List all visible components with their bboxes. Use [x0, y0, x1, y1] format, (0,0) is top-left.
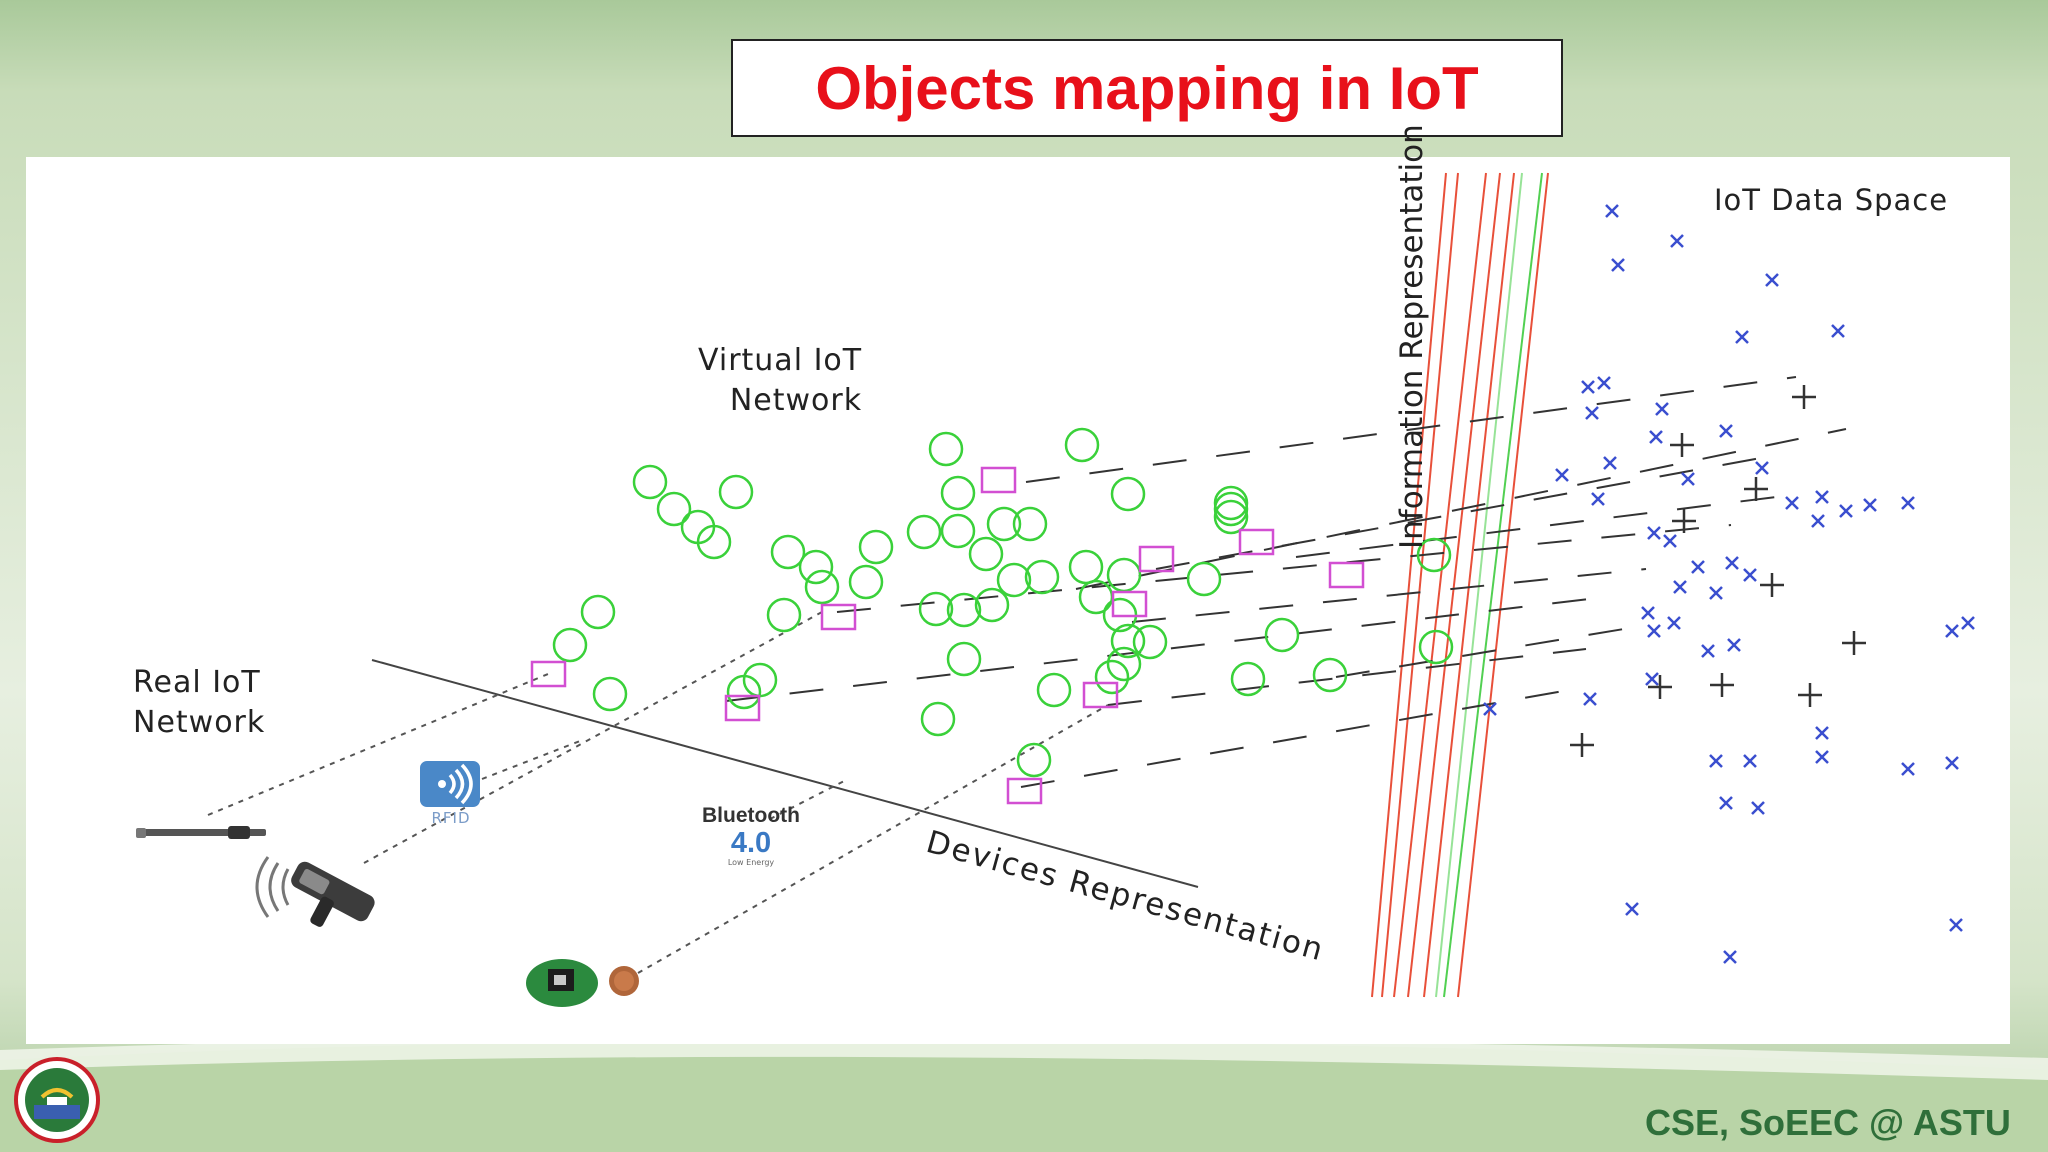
- device-links: [207, 611, 1109, 974]
- data-space-label: IoT Data Space: [1714, 183, 1949, 217]
- bluetooth-name: Bluetooth: [702, 804, 800, 827]
- bluetooth-version: 4.0: [730, 827, 772, 859]
- real-label-line2: Network: [133, 705, 266, 740]
- diagram-panel: Virtual IoT Network Real IoT Network IoT…: [26, 124, 2010, 1044]
- title-box: Objects mapping in IoT: [731, 39, 1563, 137]
- footer-credit: CSE, SoEEC @ ASTU: [1645, 1102, 2011, 1143]
- virtual-device-squares: [530, 466, 1365, 805]
- data-space-crosses: [1483, 204, 1975, 964]
- devices-boundary-line: [371, 659, 1199, 888]
- information-boundary-lines: [1371, 172, 1549, 998]
- wifi-rfid-icon: [420, 761, 480, 807]
- bluetooth-sub: Low Energy: [727, 858, 775, 867]
- handheld-reader-icon: [291, 861, 375, 927]
- information-links: [725, 376, 1847, 788]
- real-network-label: Real IoT Network: [133, 663, 265, 743]
- rfid-label: RFID: [431, 809, 471, 827]
- bluetooth-badge: Bluetooth 4.0 Low Energy: [686, 804, 816, 867]
- signal-waves-icon: [255, 856, 290, 918]
- page-title: Objects mapping in IoT: [815, 54, 1479, 122]
- university-logo-icon: [14, 1057, 100, 1143]
- diagram-canvas: [136, 172, 1975, 1007]
- footer-swoosh: [0, 1040, 2048, 1152]
- real-label-line1: Real IoT: [133, 665, 261, 700]
- virtual-node-circles: [552, 427, 1454, 778]
- data-space-plus-marks: [1570, 385, 1866, 757]
- bluetooth-icon: 4.0: [686, 828, 816, 858]
- information-representation-label: Information Representation: [1394, 124, 1430, 549]
- virtual-label-line2: Network: [729, 383, 863, 418]
- virtual-label-line1: Virtual IoT: [698, 343, 863, 378]
- sensor-probe-icon: [136, 826, 266, 839]
- virtual-network-label: Virtual IoT Network: [698, 341, 862, 421]
- circuit-board-icon: [526, 959, 639, 1007]
- rfid-badge: RFID: [420, 761, 482, 837]
